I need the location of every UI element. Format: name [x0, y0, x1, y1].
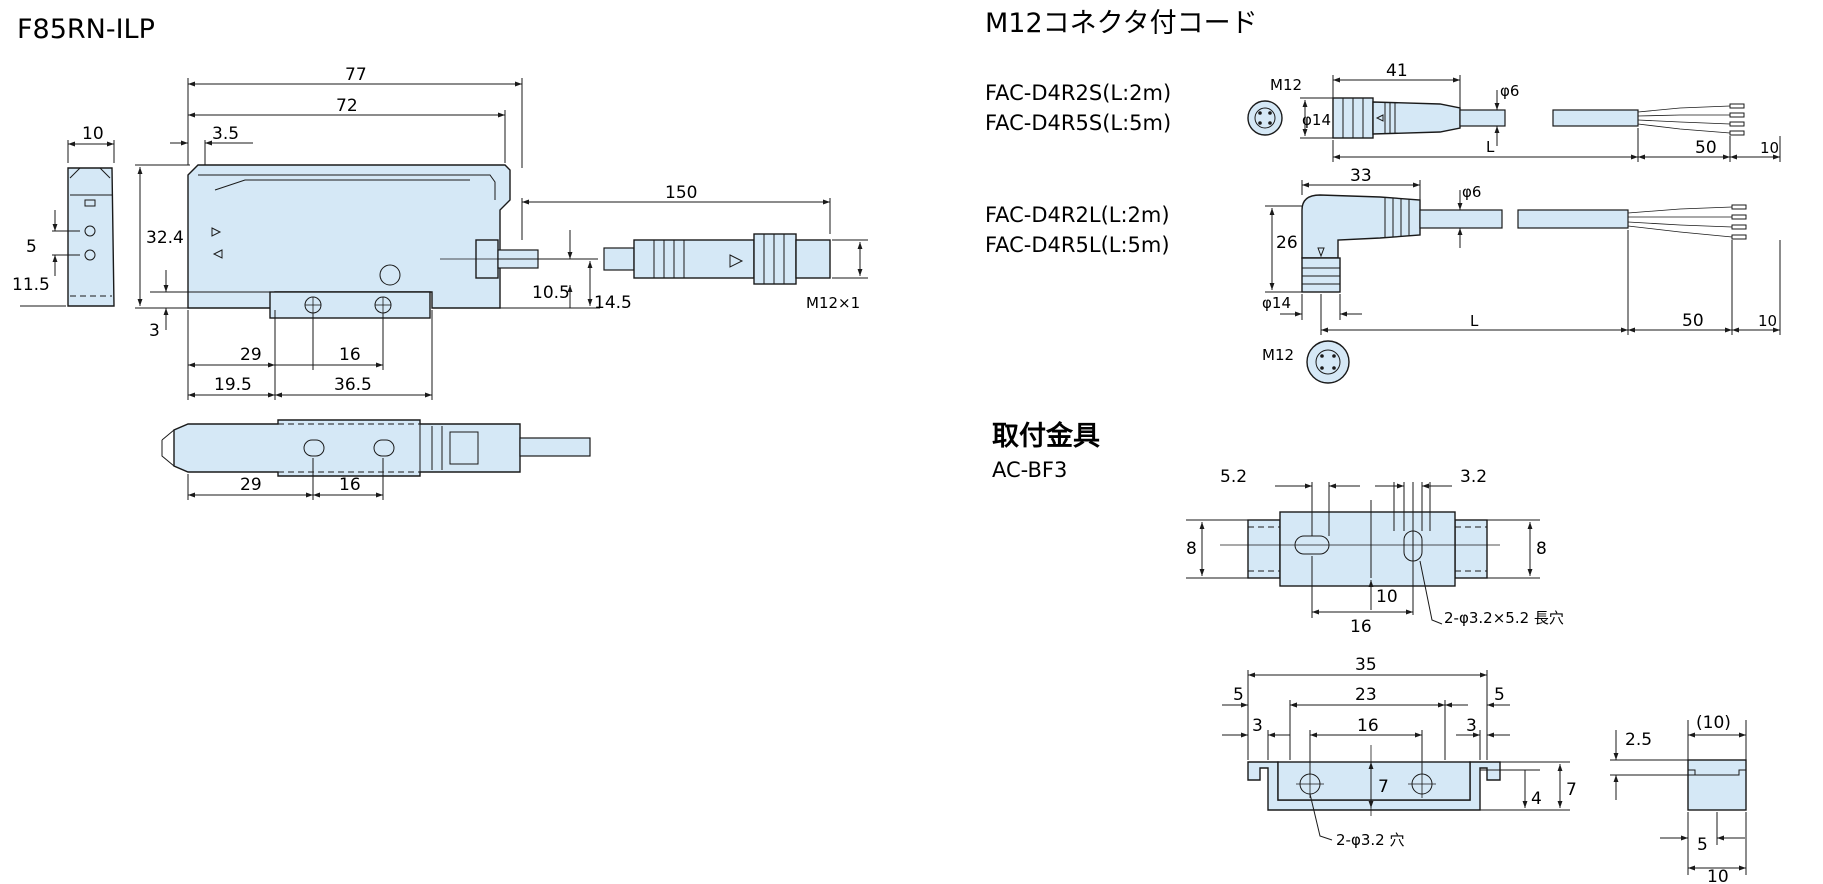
dim-f-4: 4 — [1531, 789, 1542, 809]
dim-s-m12: M12 — [1270, 76, 1302, 94]
amplifier-side-view — [135, 78, 868, 400]
dim-s-50: 50 — [1695, 138, 1717, 158]
dim-l-cable-dia: φ6 — [1462, 183, 1481, 201]
dim-s-5: 5 — [1697, 835, 1708, 855]
bracket-slot-note: 2-φ3.2×5.2 長穴 — [1444, 609, 1564, 627]
dim-f-16: 16 — [1357, 716, 1379, 736]
dim-l-50: 50 — [1682, 311, 1704, 331]
cord-section-title: M12コネクタ付コード — [985, 8, 1258, 39]
dim-hole-pitch-x: 16 — [339, 345, 361, 365]
bracket-front-view — [1222, 670, 1570, 841]
dim-f-7a: 7 — [1378, 777, 1389, 797]
dim-l-10: 10 — [1758, 312, 1777, 330]
dim-f-23: 23 — [1355, 685, 1377, 705]
dim-front-width: 10 — [82, 124, 104, 144]
dim-t-left: 5.2 — [1220, 467, 1247, 487]
dim-l-L: L — [1470, 312, 1479, 330]
dim-base-step: 3 — [149, 321, 160, 341]
dim-hole-height: 11.5 — [12, 275, 50, 295]
bracket-hole-note: 2-φ3.2 穴 — [1336, 831, 1404, 849]
angled-cord-drawing — [1265, 180, 1781, 384]
dim-l-dia: φ14 — [1262, 294, 1291, 312]
dim-conn-height: 14.5 — [594, 293, 632, 313]
dim-thread: M12×1 — [806, 294, 860, 312]
main-model-title: F85RN-ILP — [17, 14, 155, 45]
cord-straight-5m: FAC-D4R5S(L:5m) — [985, 111, 1171, 135]
dim-l-m12: M12 — [1262, 346, 1294, 364]
dim-t-10: 10 — [1376, 587, 1398, 607]
dim-bottom-x1: 29 — [240, 475, 262, 495]
dim-bottom-pitch: 16 — [339, 475, 361, 495]
dim-cable-length: 150 — [665, 183, 697, 203]
dim-s-10: 10 — [1707, 867, 1729, 884]
dim-hole-pitch: 5 — [26, 237, 37, 257]
dim-t-h-right: 8 — [1536, 539, 1547, 559]
cord-angled-2m: FAC-D4R2L(L:2m) — [985, 203, 1170, 227]
dim-s-L: L — [1486, 138, 1495, 156]
dim-width-total: 77 — [345, 65, 367, 85]
dim-slot-x2: 36.5 — [334, 375, 372, 395]
dim-f-35: 35 — [1355, 655, 1377, 675]
dim-s-10: 10 — [1760, 139, 1779, 157]
bracket-side-view — [1610, 720, 1747, 875]
dim-f-3l: 3 — [1252, 716, 1263, 736]
dim-l-height: 26 — [1276, 233, 1298, 253]
dim-height: 32.4 — [146, 228, 184, 248]
dim-conn-center: 10.5 — [532, 283, 570, 303]
bracket-top-view — [1186, 482, 1540, 625]
dim-f-5r: 5 — [1494, 685, 1505, 705]
dim-f-3r: 3 — [1466, 716, 1477, 736]
dim-width-body: 72 — [336, 96, 358, 116]
amplifier-bottom-view — [161, 419, 591, 500]
dim-s-dia: φ14 — [1302, 111, 1331, 129]
dim-s-cable-dia: φ6 — [1500, 82, 1519, 100]
straight-cord-drawing — [1247, 75, 1781, 162]
dim-hole-x1: 29 — [240, 345, 262, 365]
amplifier-front-view — [20, 140, 115, 307]
dim-s-len: 41 — [1386, 61, 1408, 81]
dim-s-10p: (10) — [1696, 713, 1731, 733]
dim-offset: 3.5 — [212, 124, 239, 144]
dim-t-h-left: 8 — [1186, 539, 1197, 559]
dim-l-len: 33 — [1350, 166, 1372, 186]
cord-angled-5m: FAC-D4R5L(L:5m) — [985, 233, 1170, 257]
bracket-section-title: 取付金具 — [992, 420, 1100, 452]
dim-f-7b: 7 — [1566, 780, 1577, 800]
cord-straight-2m: FAC-D4R2S(L:2m) — [985, 81, 1171, 105]
dim-t-right: 3.2 — [1460, 467, 1487, 487]
bracket-model-title: AC-BF3 — [992, 458, 1067, 482]
dim-s-25: 2.5 — [1625, 730, 1652, 750]
dim-f-5l: 5 — [1233, 685, 1244, 705]
dim-slot-x1: 19.5 — [214, 375, 252, 395]
dim-t-16: 16 — [1350, 617, 1372, 637]
